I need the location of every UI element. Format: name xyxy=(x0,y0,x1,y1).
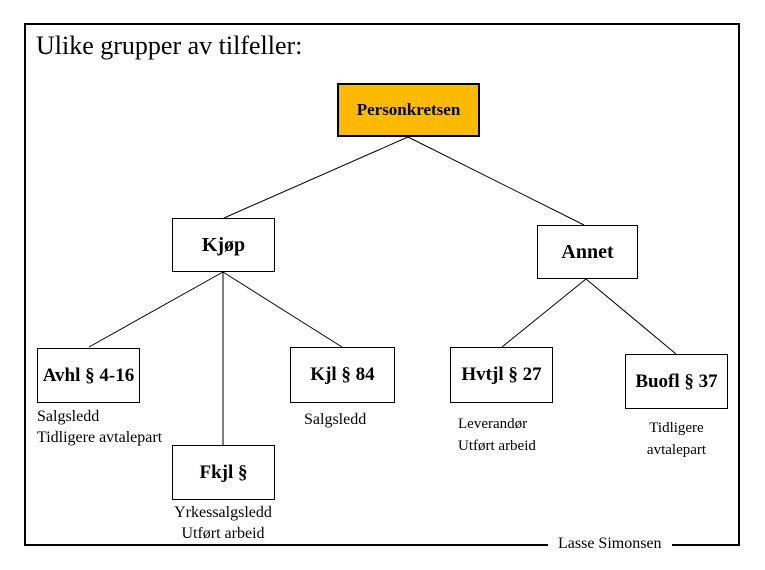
author-credit: Lasse Simonsen xyxy=(548,535,672,553)
note-fkjl: Yrkessalgsledd Utført arbeid xyxy=(160,502,286,544)
note-avhl-line1: Salgsledd xyxy=(37,408,100,425)
note-hvtjl: Leverandør Utført arbeid xyxy=(458,413,536,457)
note-buofl-line2: avtalepart xyxy=(646,442,707,458)
node-kjop: Kjøp xyxy=(172,218,275,272)
note-buofl: Tidligere avtalepart xyxy=(625,417,728,461)
node-hvtjl: Hvtjl § 27 xyxy=(450,347,553,403)
note-hvtjl-line1: Leverandør xyxy=(458,416,528,432)
note-kjl-line1: Salgsledd xyxy=(304,411,367,428)
node-annet: Annet xyxy=(537,225,638,279)
note-avhl: Salgsledd Tidligere avtalepart xyxy=(37,406,162,448)
node-kjl: Kjl § 84 xyxy=(290,347,395,403)
slide-border-frame xyxy=(24,23,740,546)
note-hvtjl-line2: Utført arbeid xyxy=(458,438,536,454)
node-personkretsen: Personkretsen xyxy=(337,83,480,137)
node-avhl: Avhl § 4-16 xyxy=(37,348,140,403)
node-buofl: Buofl § 37 xyxy=(625,354,728,409)
slide-title: Ulike grupper av tilfeller: xyxy=(36,31,303,60)
note-fkjl-line2: Utført arbeid xyxy=(181,525,265,542)
note-avhl-line2: Tidligere avtalepart xyxy=(37,429,163,446)
note-fkjl-line1: Yrkessalgsledd xyxy=(174,504,272,521)
node-fkjl: Fkjl § xyxy=(172,445,275,500)
note-kjl: Salgsledd xyxy=(304,409,366,430)
note-buofl-line1: Tidligere xyxy=(649,420,704,436)
